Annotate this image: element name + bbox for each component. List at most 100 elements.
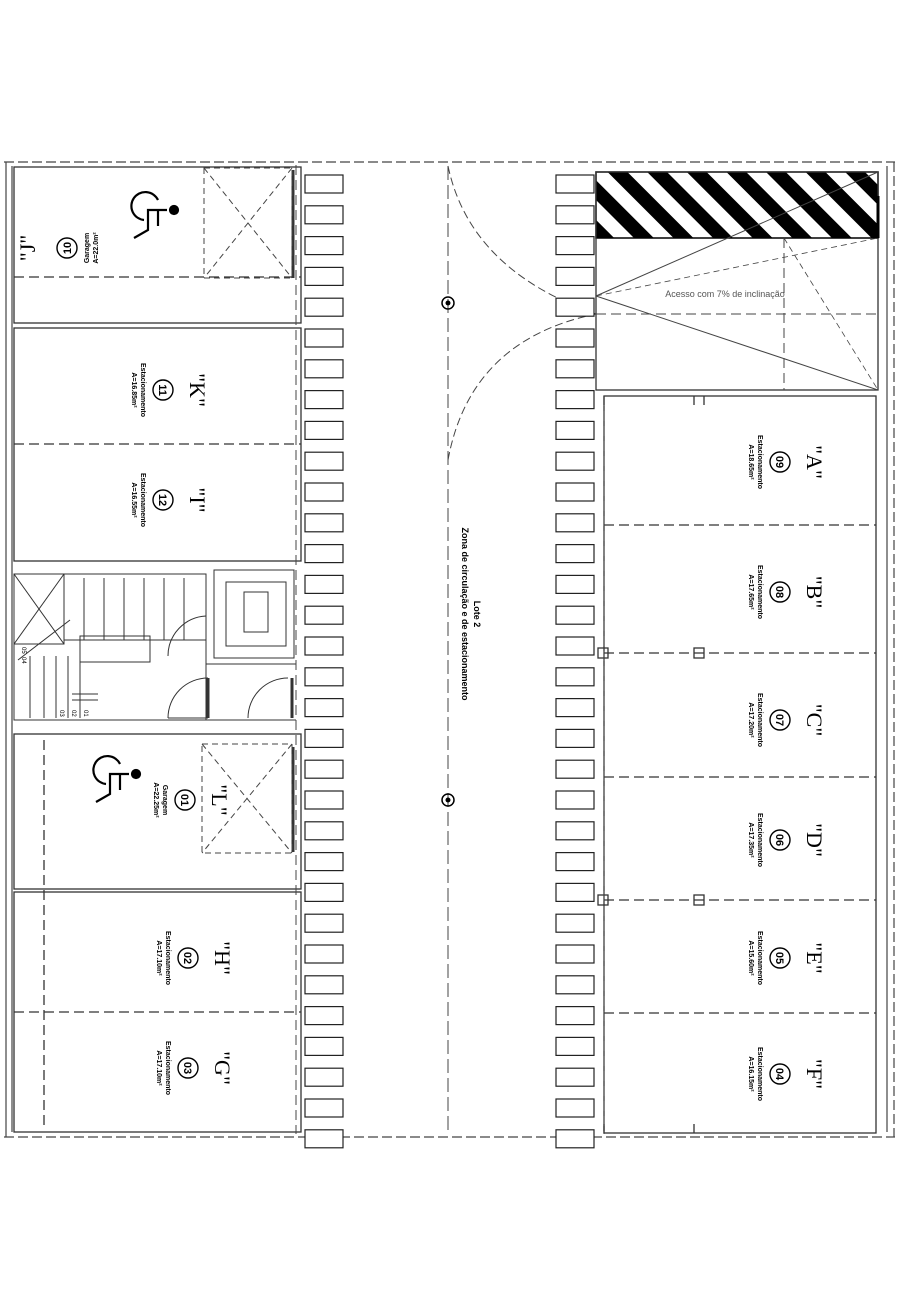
bay-area: A=17.35m²	[747, 822, 754, 858]
bay-number: 11	[156, 384, 168, 396]
bay-type: Estacionamento	[756, 565, 763, 619]
bay-letter: "J"	[15, 235, 40, 262]
drain-grate	[555, 697, 595, 718]
bay-type: Garagem	[84, 233, 91, 263]
lot-zone: Zona de circulação e de estacionamento	[460, 527, 470, 701]
bay-type: Estacionamento	[756, 931, 763, 985]
site-boundary	[4, 161, 895, 1138]
access-ramp	[595, 171, 880, 391]
bay-area: A=16.85m²	[130, 372, 137, 408]
bay-letter: "D"	[802, 823, 827, 857]
bay-letter: "L"	[207, 784, 232, 815]
bay-letter: "B"	[802, 576, 827, 609]
bay-type: Estacionamento	[756, 693, 763, 747]
bay-type: Estacionamento	[164, 1041, 171, 1095]
bay-area: A=16.55m²	[130, 482, 137, 518]
drain-grate	[304, 759, 344, 779]
bay-number-circle	[769, 829, 791, 851]
drain-grate	[555, 205, 595, 225]
bay-number-circle	[769, 1063, 791, 1085]
bay-number-circle	[177, 947, 199, 969]
drain-grate	[555, 667, 595, 687]
stair-mark: 02	[70, 710, 76, 717]
drain-grate	[304, 328, 344, 348]
bay-number: 09	[773, 456, 785, 468]
drain-grate	[555, 851, 595, 872]
drain-grate	[555, 451, 595, 471]
bay-number: 02	[181, 952, 193, 964]
drain-grate	[304, 1067, 344, 1087]
drain-grate	[304, 1036, 344, 1057]
bay-area: A=18.65m²	[747, 444, 754, 480]
drain-grate	[304, 390, 344, 410]
drain-grate	[304, 851, 344, 872]
bay-number-circle	[769, 451, 791, 473]
stair-mark: 04	[20, 657, 26, 664]
bay-number-circle	[56, 237, 78, 259]
drain-grate	[304, 420, 344, 440]
drain-grate	[304, 236, 344, 256]
drain-grate	[555, 944, 595, 964]
drain-grate	[304, 882, 344, 903]
bay-number: 05	[773, 952, 785, 964]
drain-left	[304, 174, 344, 1149]
drain-grate	[304, 975, 344, 995]
drain-grate	[304, 605, 344, 625]
bay-type: Estacionamento	[139, 473, 146, 527]
drain-grate	[304, 359, 344, 379]
bay-number: 12	[156, 494, 168, 506]
bay-number-circle	[152, 489, 174, 511]
bay-area: A=17.10m²	[155, 940, 162, 976]
bay-letter: "G"	[210, 1051, 235, 1085]
drain-grate	[304, 543, 344, 564]
bay-number: 04	[773, 1068, 785, 1081]
drain-grate	[304, 913, 344, 933]
drain-grate	[555, 236, 595, 256]
bay-number: 06	[773, 834, 785, 846]
right-bay-walls	[597, 395, 877, 1134]
drain-grate	[555, 482, 595, 502]
bay-letter: "H"	[210, 941, 235, 975]
drain-grate	[555, 913, 595, 933]
drain-grate	[555, 1005, 595, 1026]
drain-grate	[555, 328, 595, 348]
garage-markers	[201, 167, 293, 854]
drain-grate	[555, 174, 595, 194]
drain-grate	[555, 1067, 595, 1087]
drain-grate	[304, 636, 344, 656]
bay-area: A=16.15m²	[747, 1056, 754, 1092]
bay-type: Estacionamento	[756, 435, 763, 489]
stair-mark: 03	[58, 710, 64, 717]
circulation-lines	[295, 165, 605, 1134]
lot-name: Lote 2	[472, 601, 482, 628]
ramp-label: Acesso com 7% de inclinação	[665, 289, 785, 299]
bay-area: A=17.10m²	[155, 1050, 162, 1086]
bay-area: A=22.0m²	[93, 232, 100, 264]
drain-grate	[555, 297, 595, 317]
bay-area: A=15.60m²	[747, 940, 754, 976]
bay-letter: "C"	[802, 704, 827, 737]
bay-number-circle	[769, 947, 791, 969]
drain-grate	[304, 513, 344, 533]
drain-grate	[304, 451, 344, 471]
bay-number: 07	[773, 714, 785, 726]
drain-grate	[555, 420, 595, 440]
drain-grate	[555, 790, 595, 810]
bay-type: Estacionamento	[756, 813, 763, 867]
drain-grate	[555, 1036, 595, 1057]
bay-number: 01	[178, 794, 190, 806]
bay-number-circle	[174, 789, 196, 811]
drain-grate	[304, 297, 344, 317]
